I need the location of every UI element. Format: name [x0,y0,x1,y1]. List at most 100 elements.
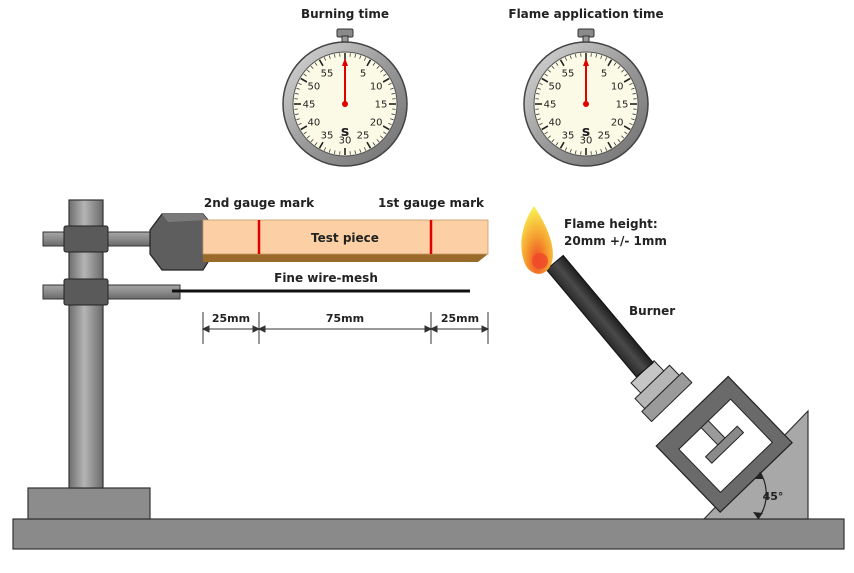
stopwatch-hub [342,101,348,107]
dial-minor-tick [328,149,331,153]
dial-minor-tick [539,82,543,85]
dial-minor-tick [310,139,314,143]
dial-minor-tick [359,149,362,153]
dial-minor-tick [551,139,555,143]
dial-minor-tick [629,82,633,85]
dial-minor-tick [372,142,376,146]
dial-minor-tick [295,113,299,115]
dial-minor-tick [306,69,310,73]
dial-minor-tick [617,139,621,143]
dial-minor-tick [621,69,625,73]
dial-minor-tick [613,62,617,66]
dial-number: 50 [307,82,320,93]
dial-number: 45 [303,100,316,111]
dial-minor-tick [564,57,567,61]
dial-minor-tick [536,113,540,115]
dial-major-tick [318,59,324,67]
dial-minor-tick [296,118,300,121]
second-gauge-mark-label: 2nd gauge mark [204,196,315,210]
dial-minor-tick [631,118,635,121]
dial-number: 25 [598,131,611,142]
dial-number: 55 [562,68,575,79]
collar-ring-lower [641,371,693,423]
dial-major-tick [300,125,308,131]
burner-assembly [521,206,809,520]
dial-minor-tick [323,147,326,151]
lower-boss-head [63,278,109,306]
upper-boss-head [63,225,109,253]
dial-minor-tick [536,93,540,95]
dial-number: 25 [357,131,370,142]
dial-minor-tick [629,123,633,126]
dial-minor-tick [575,150,577,154]
dial-minor-tick [314,62,318,66]
flame-height-label-line1: Flame height: [564,217,658,231]
angle-arrow [755,472,764,479]
angle-arrow [753,512,763,519]
dial-number: 45 [544,100,557,111]
test-piece: Test piece [202,219,489,262]
dial-minor-tick [354,150,356,154]
dim-label-middle: 75mm [326,312,364,325]
dial-minor-tick [359,55,362,59]
dial-minor-tick [391,113,395,115]
dim-arrow [257,325,266,333]
dial-minor-tick [551,65,555,69]
dial-minor-tick [314,142,318,146]
dial-minor-tick [380,69,384,73]
dial-major-tick [559,141,565,149]
dial-minor-tick [555,62,559,66]
dial-minor-tick [555,142,559,146]
dial-minor-tick [334,150,336,154]
dial-minor-tick [390,87,394,90]
stopwatch-unit: s [582,124,590,140]
dial-minor-tick [310,65,314,69]
dial-number: 30 [339,136,352,147]
dial-minor-tick [390,118,394,121]
dial-minor-tick [298,82,302,85]
dial-major-tick [382,125,390,131]
dial-major-tick [559,59,565,67]
dial-minor-tick [605,57,608,61]
dim-arrow [252,325,261,333]
adjust-plate [704,425,745,464]
dial-minor-tick [617,65,621,69]
dial-number: 15 [375,100,388,111]
dial-number: 20 [611,118,624,129]
test-piece-edge [203,254,488,262]
dial-major-tick [318,141,324,149]
dial-minor-tick [383,73,387,77]
dial-minor-tick [383,131,387,135]
dial-minor-tick [632,93,636,95]
dial-minor-tick [632,113,636,115]
dial-number: 50 [548,82,561,93]
dial-minor-tick [296,87,300,90]
burner-tube-body [545,254,654,378]
burner-tube [545,254,654,378]
dial-minor-tick [547,135,551,139]
dial-minor-tick [388,82,392,85]
dial-number: 35 [562,131,575,142]
dial-major-tick [607,59,613,67]
dial-minor-tick [624,131,628,135]
dial-major-tick [382,77,390,83]
dial-minor-tick [372,62,376,66]
dial-minor-tick [303,131,307,135]
dial-minor-tick [544,73,548,77]
dial-minor-tick [328,55,331,59]
test-piece-label: Test piece [311,231,379,245]
dial-minor-tick [600,55,603,59]
dial-minor-tick [388,123,392,126]
flame-core [532,253,548,269]
dial-minor-tick [547,69,551,73]
burner-bracket [655,375,793,513]
burner-label: Burner [629,304,675,318]
dial-number: 40 [307,118,320,129]
dial-number: 5 [360,68,366,79]
dial-minor-tick [595,54,597,58]
dial-minor-tick [621,135,625,139]
